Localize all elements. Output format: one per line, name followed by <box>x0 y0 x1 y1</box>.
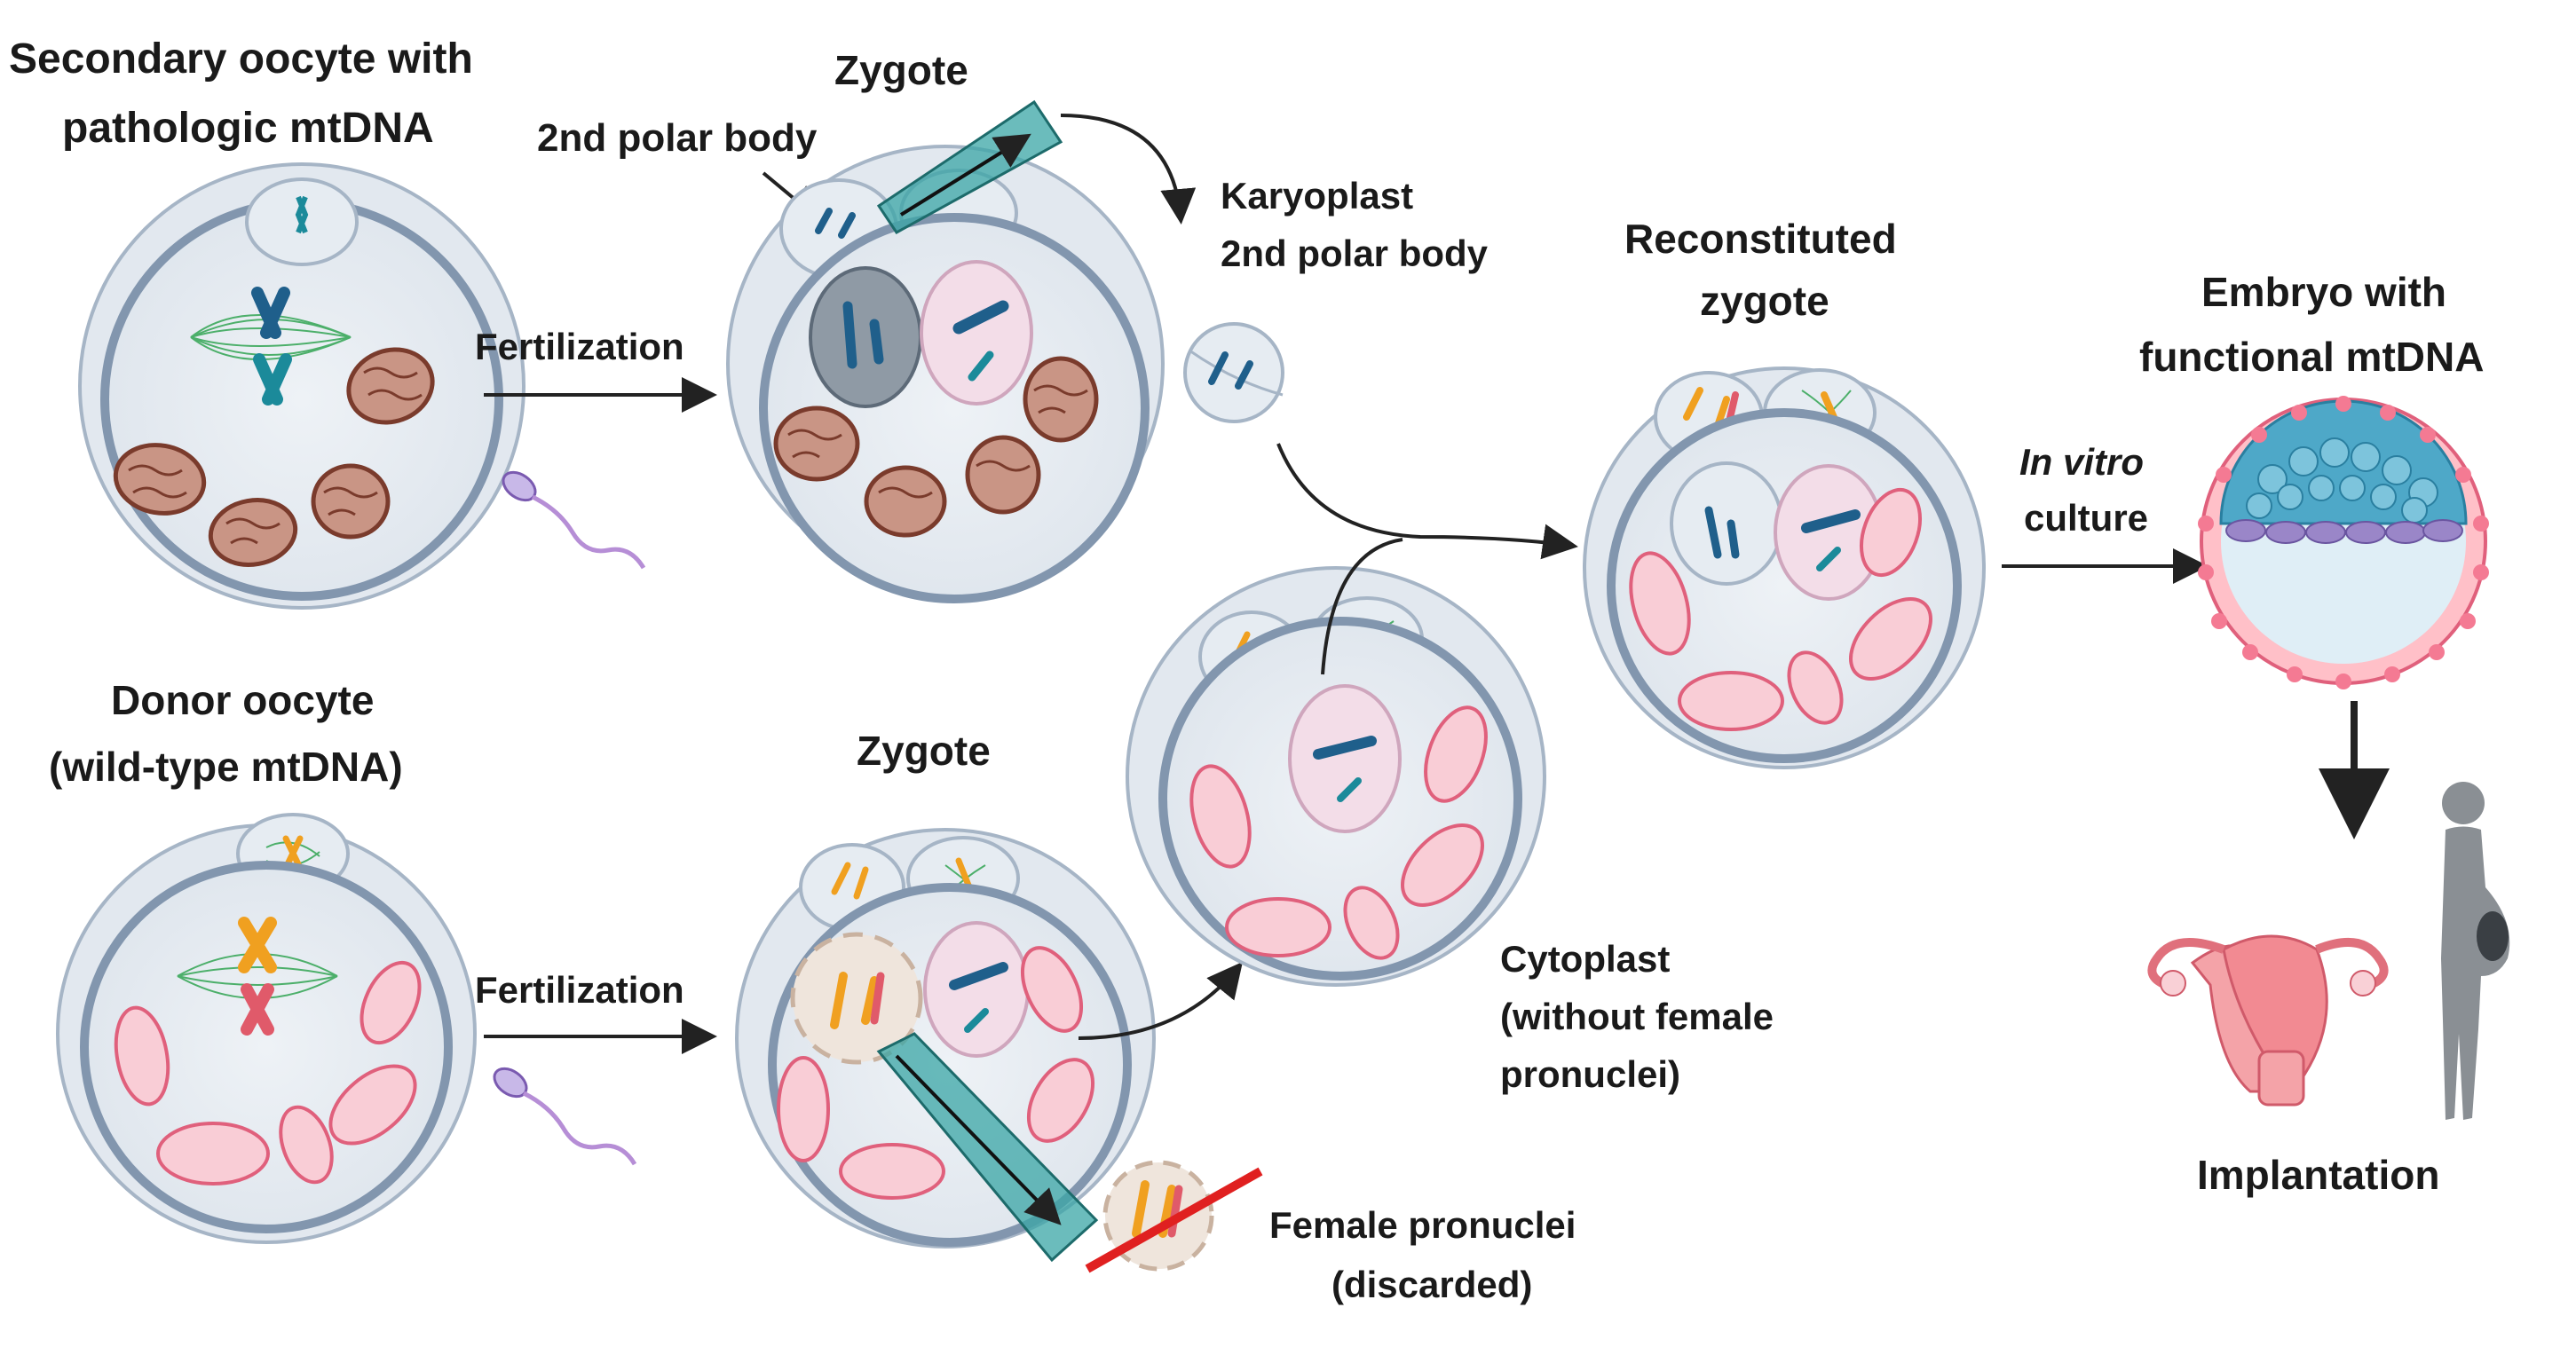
cytoplast-label-2: (without female <box>1500 996 1774 1037</box>
karyoplast-label-2: 2nd polar body <box>1221 232 1489 274</box>
chromosomes-pathologic <box>251 287 292 406</box>
in-vitro-label: In vitro <box>2019 441 2144 483</box>
secondary-oocyte <box>78 162 525 610</box>
reconstituted-title-2: zygote <box>1700 278 1829 324</box>
pregnant-woman-icon <box>2441 782 2510 1120</box>
cytoplast-label-1: Cytoplast <box>1500 938 1670 980</box>
zygote-bottom-title: Zygote <box>857 728 991 774</box>
discard-cross <box>1085 1167 1263 1273</box>
blastocyst <box>2198 396 2489 689</box>
male-pronucleus <box>920 260 1033 406</box>
arrow-cytoplast-up <box>1321 538 1403 675</box>
micropipette-bottom <box>876 1032 1099 1263</box>
female-pronuclei-label-2: (discarded) <box>1331 1264 1532 1305</box>
reconstituted-title-1: Reconstituted <box>1624 216 1897 262</box>
fertilization-label-bottom: Fertilization <box>475 969 684 1011</box>
donor-oocyte-title-2: (wild-type mtDNA) <box>49 744 403 790</box>
female-pronucleus-pathologic <box>809 266 922 408</box>
zygote-bottom <box>735 828 1156 1263</box>
sperm-top <box>502 470 646 570</box>
micropipette-top <box>876 99 1063 234</box>
arrow-karyoplast-to-reconstituted <box>1276 443 1578 560</box>
uterus-icon <box>2147 934 2389 1107</box>
culture-label: culture <box>2024 497 2148 539</box>
karyoplast-label-1: Karyoplast <box>1221 175 1413 217</box>
discarded-pronuclei <box>1085 1160 1263 1273</box>
donor-oocyte-title-1: Donor oocyte <box>111 677 374 723</box>
implantation-label: Implantation <box>2197 1152 2439 1198</box>
embryo-title-1: Embryo with <box>2201 269 2446 315</box>
second-polar-body-label: 2nd polar body <box>537 116 818 160</box>
cytoplast <box>1126 566 1546 987</box>
cytoplast-label-3: pronuclei) <box>1500 1053 1680 1095</box>
female-pronuclei-label-1: Female pronuclei <box>1269 1204 1576 1246</box>
secondary-oocyte-title-1: Secondary oocyte with <box>9 35 473 83</box>
pathologic-mitochondria <box>113 347 435 567</box>
zygote-top <box>726 99 1165 603</box>
donor-oocyte <box>56 813 477 1244</box>
reconstituted-zygote <box>1583 366 1986 769</box>
embryo-title-2: functional mtDNA <box>2139 334 2484 380</box>
female-pronucleus-donor <box>790 932 923 1065</box>
karyoplast <box>1183 322 1284 423</box>
arrow-to-karyoplast <box>1060 114 1197 224</box>
zygote-top-title: Zygote <box>834 47 968 93</box>
secondary-oocyte-title-2: pathologic mtDNA <box>62 105 434 152</box>
sperm-bottom <box>493 1067 637 1166</box>
fertilization-label-top: Fertilization <box>475 326 684 367</box>
arrow-to-cytoplast <box>1078 961 1244 1040</box>
